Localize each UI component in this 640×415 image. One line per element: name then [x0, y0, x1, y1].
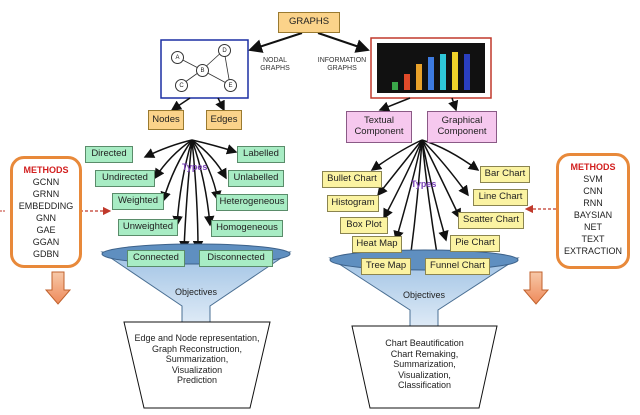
mini-bar — [464, 54, 470, 90]
left-objectives-list: Edge and Node representation, Graph Reco… — [134, 333, 260, 386]
graph-node-a: A — [171, 51, 184, 64]
mini-bar — [404, 74, 410, 90]
nodal-graphs-label: NODAL GRAPHS — [260, 57, 290, 73]
type-unweighted: Unweighted — [118, 219, 178, 236]
type-disconnected: Disconnected — [199, 250, 273, 267]
information-graphs-label: INFORMATION GRAPHS — [317, 57, 367, 73]
right-methods-title: METHODS — [570, 162, 616, 172]
left-objectives-container — [123, 321, 271, 409]
right-methods-panel: METHODS SVM CNN RNN BAYSIAN NET TEXT EXT… — [556, 153, 630, 269]
type-heterogeneous: Heterogeneous — [216, 194, 288, 211]
type-directed: Directed — [85, 146, 133, 163]
type-line-chart: Line Chart — [473, 189, 528, 206]
left-methods-panel: METHODS GCNN GRNN EMBEDDING GNN GAE GGAN… — [10, 156, 82, 268]
mini-bar — [416, 64, 422, 90]
right-types-label: Types — [411, 179, 437, 189]
type-heat-map: Heat Map — [352, 236, 402, 253]
graph-node-b: B — [196, 64, 209, 77]
graphs-title: GRAPHS — [288, 16, 330, 28]
mini-bar — [452, 52, 458, 90]
edges-component: Edges — [206, 110, 242, 130]
type-homogeneous: Homogeneous — [211, 220, 283, 237]
mini-bar — [440, 54, 446, 90]
graph-node-c: C — [175, 79, 188, 92]
type-histogram: Histogram — [327, 195, 379, 212]
right-objectives-list: Chart Beautification Chart Remaking, Sum… — [385, 338, 464, 391]
graphical-component: Graphical Component — [427, 111, 497, 143]
type-undirected: Undirected — [95, 170, 155, 187]
type-connected: Connected — [127, 250, 185, 267]
graph-node-d: D — [218, 44, 231, 57]
left-down-arrow — [44, 271, 72, 305]
left-type-arrows — [143, 139, 238, 252]
textual-component: Textual Component — [346, 111, 412, 143]
mini-bar — [428, 57, 434, 90]
arrow-to-nodal — [248, 32, 303, 53]
arrow-to-information — [317, 32, 370, 53]
type-labelled: Labelled — [237, 146, 285, 163]
type-pie-chart: Pie Chart — [450, 235, 500, 252]
right-down-arrow — [522, 271, 550, 305]
type-weighted: Weighted — [112, 193, 164, 210]
mini-bar — [392, 82, 398, 90]
type-unlabelled: Unlabelled — [228, 170, 284, 187]
left-types-label: Types — [182, 162, 208, 172]
graphs-title-box: GRAPHS — [278, 12, 340, 33]
mini-bar-chart — [392, 52, 470, 90]
right-type-arrows — [370, 139, 480, 262]
type-bar-chart: Bar Chart — [480, 166, 530, 183]
type-tree-map: Tree Map — [361, 258, 411, 275]
type-box-plot: Box Plot — [340, 217, 388, 234]
right-objectives-container — [351, 325, 498, 409]
left-methods-title: METHODS — [23, 165, 69, 175]
right-objectives-label: Objectives — [402, 290, 446, 300]
type-funnel-chart: Funnel Chart — [425, 258, 490, 275]
type-scatter-chart: Scatter Chart — [458, 212, 524, 229]
nodes-component: Nodes — [148, 110, 184, 130]
left-objectives-label: Objectives — [174, 287, 218, 297]
type-bullet-chart: Bullet Chart — [322, 171, 382, 188]
graph-node-e: E — [224, 79, 237, 92]
